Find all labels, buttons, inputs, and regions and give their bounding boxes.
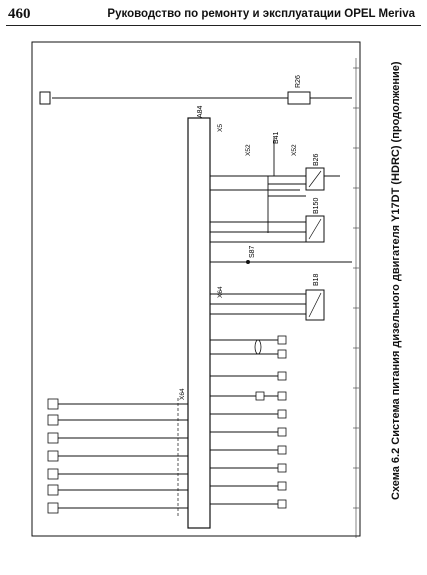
ecu-a84-label: A84 — [197, 105, 204, 118]
s87-splice — [246, 260, 250, 264]
b41-label: B41 — [273, 131, 280, 144]
diagram-ruler — [353, 58, 359, 538]
page-header: 460 Руководство по ремонту и эксплуатаци… — [0, 0, 427, 28]
right-output-wires — [210, 339, 278, 505]
wiring-diagram-svg: A84 R26 X5 X52 X52 B41 B26 B150 S87 — [31, 41, 361, 538]
wiring-diagram: A84 R26 X5 X52 X52 B41 B26 B150 S87 — [0, 28, 427, 570]
twisted-pair — [254, 339, 262, 355]
diagram-caption: Схема 6.2 Система питания дизельного дви… — [390, 61, 402, 500]
left-connectors — [47, 398, 59, 514]
x52a-label: X52 — [245, 144, 252, 156]
b150-label: B150 — [313, 198, 320, 214]
left-input-wires — [58, 403, 188, 509]
x64-mid-label: X64 — [217, 286, 224, 298]
x52b-label: X52 — [291, 144, 298, 156]
right-connectors — [277, 335, 287, 509]
book-title: Руководство по ремонту и эксплуатации OP… — [107, 8, 415, 20]
ecu-a84-block — [187, 117, 211, 529]
s87-label: S87 — [249, 245, 256, 258]
diagram-frame — [31, 41, 361, 537]
r26-label: R26 — [295, 75, 302, 88]
b26-label: B26 — [313, 153, 320, 166]
header-rule — [6, 25, 421, 26]
r26-component — [287, 91, 311, 105]
x64-low-label: X64 — [179, 388, 186, 400]
b18-label: B18 — [313, 273, 320, 286]
left-connector-top — [39, 91, 51, 105]
page-number: 460 — [8, 6, 31, 22]
x5-label: X5 — [217, 124, 224, 132]
